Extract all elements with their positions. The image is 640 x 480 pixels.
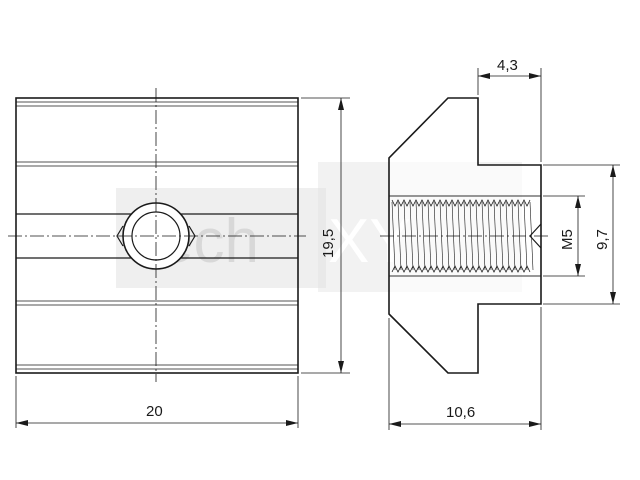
- thread-hatch-line: [481, 201, 486, 271]
- side-top-label: 4,3: [497, 57, 518, 74]
- side-width-label: 10,6: [446, 404, 475, 421]
- thread-hatch-line: [397, 201, 402, 271]
- dim-arrow: [529, 73, 541, 79]
- front-width-label: 20: [146, 403, 163, 420]
- dim-arrow: [338, 361, 344, 373]
- thread-profile-top: [391, 199, 531, 207]
- dim-arrow: [575, 264, 581, 276]
- thread-hatch-line: [463, 201, 468, 271]
- dim-arrow: [16, 420, 28, 426]
- thread-hatch-line: [487, 201, 492, 271]
- hole-notch-left: [116, 225, 124, 247]
- dim-arrow: [478, 73, 490, 79]
- front-outline: [15, 97, 299, 374]
- dim-arrow: [610, 292, 616, 304]
- thread-hatch-line: [421, 201, 426, 271]
- side-thread-label: M5: [559, 229, 576, 250]
- front-height-label: 19,5: [320, 229, 337, 258]
- side-height-label: 9,7: [594, 229, 611, 250]
- front-view: [8, 88, 306, 382]
- dim-arrow: [529, 421, 541, 427]
- dim-arrow: [389, 421, 401, 427]
- side-view: [380, 97, 548, 374]
- side-outline: [388, 97, 542, 374]
- thread-hatch-line: [415, 201, 420, 271]
- front-dimensions: 20 19,5: [15, 97, 350, 428]
- dim-arrow: [610, 165, 616, 177]
- thread-hatch-line: [529, 201, 534, 271]
- dim-arrow: [338, 98, 344, 110]
- side-dimensions: 4,3 M5 9,7 10,6: [388, 57, 620, 430]
- dim-arrow: [286, 420, 298, 426]
- dim-arrow: [575, 196, 581, 208]
